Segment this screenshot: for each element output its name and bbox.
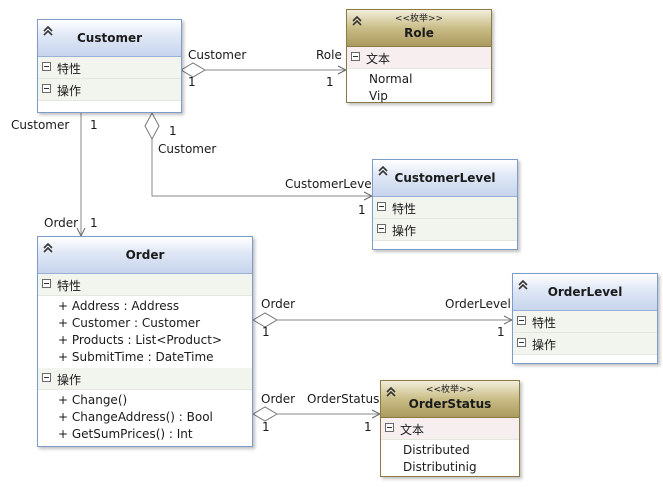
minus-box-icon[interactable] bbox=[42, 279, 51, 288]
class-customer[interactable]: Customer 特性 操作 bbox=[37, 19, 182, 113]
connector-multiplicity: 1 bbox=[358, 203, 366, 217]
double-chevron-up-icon[interactable] bbox=[351, 14, 363, 28]
enum-orderstatus[interactable]: <<枚举>> OrderStatus 文本 Distributed Distri… bbox=[380, 380, 520, 477]
minus-box-icon[interactable] bbox=[42, 62, 51, 71]
section-label: 操作 bbox=[392, 224, 417, 238]
minus-box-icon[interactable] bbox=[377, 202, 386, 211]
connector-role-label: CustomerLevel bbox=[285, 177, 375, 191]
section-operations[interactable]: 操作 bbox=[373, 219, 517, 241]
section-literals[interactable]: 文本 bbox=[381, 418, 519, 440]
section-label: 特性 bbox=[57, 62, 82, 76]
connector-role-label: Customer bbox=[158, 142, 217, 156]
attribute-item[interactable]: + Customer : Customer bbox=[58, 316, 201, 330]
section-label: 操作 bbox=[57, 84, 82, 98]
connector-multiplicity: 1 bbox=[364, 420, 372, 434]
connector-multiplicity: 1 bbox=[497, 325, 505, 339]
aggregation-diamond bbox=[252, 406, 278, 422]
double-chevron-up-icon[interactable] bbox=[385, 385, 397, 399]
double-chevron-up-icon[interactable] bbox=[517, 278, 529, 292]
attribute-item[interactable]: + Products : List<Product> bbox=[58, 333, 223, 347]
section-operations[interactable]: 操作 bbox=[38, 368, 252, 390]
class-header[interactable]: OrderLevel bbox=[513, 274, 657, 311]
aggregation-diamond bbox=[144, 111, 160, 141]
section-label: 文本 bbox=[400, 423, 425, 437]
enum-title: Role bbox=[404, 26, 434, 40]
section-label: 特性 bbox=[392, 202, 417, 216]
section-label: 操作 bbox=[57, 373, 82, 387]
connector-multiplicity: 1 bbox=[262, 420, 270, 434]
aggregation-diamond bbox=[252, 312, 278, 328]
connector-role-label: Order bbox=[44, 216, 79, 230]
stereotype-label: <<枚举>> bbox=[425, 385, 475, 395]
minus-box-icon[interactable] bbox=[377, 224, 386, 233]
class-title: OrderLevel bbox=[547, 285, 623, 299]
connector-role-label: Role bbox=[316, 48, 342, 62]
connector-role-label: OrderStatus bbox=[307, 392, 380, 406]
connector-multiplicity: 1 bbox=[262, 325, 270, 339]
minus-box-icon[interactable] bbox=[42, 84, 51, 93]
double-chevron-up-icon[interactable] bbox=[42, 241, 54, 255]
stereotype-label: <<枚举>> bbox=[394, 14, 444, 24]
class-header[interactable]: CustomerLevel bbox=[373, 160, 517, 197]
attribute-item[interactable]: + SubmitTime : DateTime bbox=[58, 350, 214, 364]
section-attributes[interactable]: 特性 bbox=[373, 197, 517, 219]
minus-box-icon[interactable] bbox=[517, 316, 526, 325]
connector-role-label: Order bbox=[261, 392, 296, 406]
class-header[interactable]: Order bbox=[38, 237, 252, 274]
section-label: 操作 bbox=[532, 338, 557, 352]
section-operations[interactable]: 操作 bbox=[38, 79, 181, 101]
connector-multiplicity: 1 bbox=[90, 118, 98, 132]
class-title: Customer bbox=[76, 31, 143, 45]
enum-literal[interactable]: Distributinig bbox=[403, 460, 477, 474]
section-attributes[interactable]: 特性 bbox=[513, 311, 657, 333]
minus-box-icon[interactable] bbox=[351, 52, 360, 61]
operation-item[interactable]: + Change() bbox=[58, 393, 128, 407]
connector-multiplicity: 1 bbox=[188, 75, 196, 89]
attribute-item[interactable]: + Address : Address bbox=[58, 299, 180, 313]
double-chevron-up-icon[interactable] bbox=[377, 164, 389, 178]
connector-role-label: Customer bbox=[188, 48, 247, 62]
section-operations[interactable]: 操作 bbox=[513, 333, 657, 355]
class-order[interactable]: Order 特性 + Address : Address + Customer … bbox=[37, 236, 253, 447]
aggregation-diamond bbox=[180, 62, 206, 78]
class-header[interactable]: Customer bbox=[38, 20, 181, 57]
enum-header[interactable]: <<枚举>> OrderStatus bbox=[381, 381, 519, 418]
class-title: CustomerLevel bbox=[394, 171, 496, 185]
section-attributes[interactable]: 特性 bbox=[38, 57, 181, 79]
class-orderlevel[interactable]: OrderLevel 特性 操作 bbox=[512, 273, 658, 364]
operation-item[interactable]: + GetSumPrices() : Int bbox=[58, 427, 193, 441]
connector-role-label: Customer bbox=[11, 118, 70, 132]
enum-header[interactable]: <<枚举>> Role bbox=[347, 10, 491, 47]
assoc-customer-customerlevel[interactable] bbox=[151, 139, 372, 196]
connector-role-label: Order bbox=[261, 297, 296, 311]
section-literals[interactable]: 文本 bbox=[347, 47, 491, 69]
enum-literal[interactable]: Normal bbox=[369, 72, 413, 86]
operation-item[interactable]: + ChangeAddress() : Bool bbox=[58, 410, 213, 424]
section-label: 文本 bbox=[366, 52, 391, 66]
enum-title: OrderStatus bbox=[408, 397, 492, 411]
class-customerlevel[interactable]: CustomerLevel 特性 操作 bbox=[372, 159, 518, 250]
connector-multiplicity: 1 bbox=[90, 216, 98, 230]
minus-box-icon[interactable] bbox=[517, 338, 526, 347]
enum-literal[interactable]: Vip bbox=[369, 89, 388, 103]
connector-role-label: OrderLevel bbox=[445, 297, 511, 311]
minus-box-icon[interactable] bbox=[385, 423, 394, 432]
enum-literal[interactable]: Distributed bbox=[403, 443, 470, 457]
enum-role[interactable]: <<枚举>> Role 文本 Normal Vip bbox=[346, 9, 492, 103]
class-title: Order bbox=[125, 248, 165, 262]
double-chevron-up-icon[interactable] bbox=[42, 24, 54, 38]
connector-multiplicity: 1 bbox=[326, 75, 334, 89]
minus-box-icon[interactable] bbox=[42, 373, 51, 382]
section-label: 特性 bbox=[57, 279, 82, 293]
connector-multiplicity: 1 bbox=[169, 124, 177, 138]
section-label: 特性 bbox=[532, 316, 557, 330]
section-attributes[interactable]: 特性 bbox=[38, 274, 252, 296]
